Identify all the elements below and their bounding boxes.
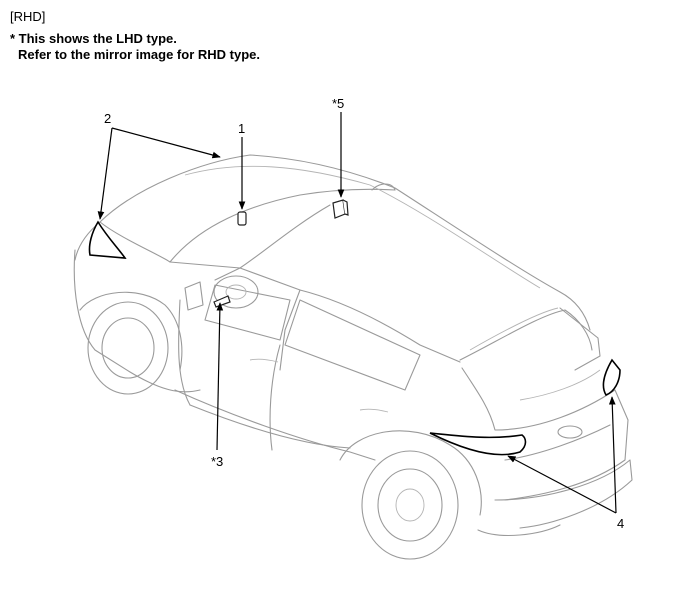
component-4-rear-lamp <box>429 358 621 456</box>
component-2-front-lamp <box>88 220 127 259</box>
leader-lines <box>97 112 617 514</box>
callout-3: *3 <box>211 454 223 469</box>
rhd-tag: [RHD] <box>10 9 46 24</box>
component-5-module <box>332 199 349 219</box>
component-1-sensor <box>237 211 247 226</box>
callout-1: 1 <box>238 121 245 136</box>
callout-5: *5 <box>332 96 344 111</box>
callout-2: 2 <box>104 111 111 126</box>
note-line-1: * This shows the LHD type. <box>10 31 177 46</box>
callout-4: 4 <box>617 516 624 531</box>
vehicle-outline <box>73 154 633 560</box>
component-3-switch <box>213 295 231 308</box>
note-line-2: Refer to the mirror image for RHD type. <box>18 47 260 62</box>
